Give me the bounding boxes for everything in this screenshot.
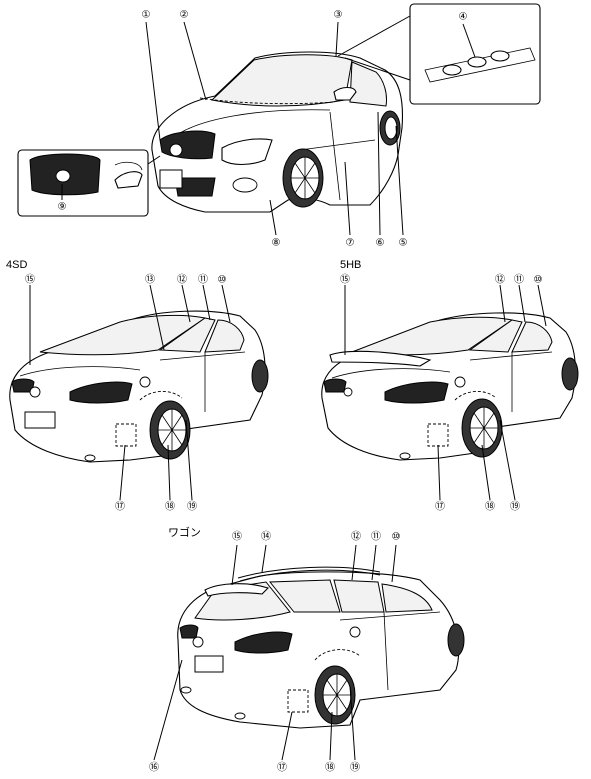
variant-label-wagon: ワゴン — [168, 525, 201, 539]
callout-17: ⑰ — [115, 501, 125, 513]
callout-4: ④ — [459, 12, 468, 23]
callout-11: ⑪ — [198, 274, 208, 286]
callout-1: ① — [142, 10, 151, 21]
hatch-leaders — [344, 284, 547, 501]
callout-12: ⑫ — [495, 274, 505, 286]
callouts-wagon: ⑮ ⑭ ⑫ ⑪ ⑩ ⑯ ⑰ ⑱ ⑲ — [149, 531, 401, 774]
callout-7: ⑦ — [346, 238, 355, 249]
callout-15: ⑮ — [232, 531, 242, 543]
callout-14: ⑭ — [261, 531, 271, 543]
front-view-car — [151, 51, 403, 213]
callout-17: ⑰ — [277, 762, 287, 774]
callouts-front: ① ② ③ ④ ⑤ ⑥ ⑦ ⑧ ⑨ — [58, 10, 468, 249]
callout-19: ⑲ — [187, 501, 197, 513]
callout-17: ⑰ — [435, 501, 445, 513]
nozzle-detail-box — [409, 3, 541, 105]
wagon-leaders — [153, 544, 397, 761]
callout-19: ⑲ — [510, 501, 520, 513]
callout-8: ⑧ — [272, 238, 281, 249]
callout-10: ⑩ — [392, 532, 401, 543]
hatch-rear-car — [321, 312, 579, 461]
callout-10: ⑩ — [534, 275, 543, 286]
callouts-sedan: ⑮ ⑬ ⑫ ⑪ ⑩ ⑰ ⑱ ⑲ — [25, 274, 227, 513]
callout-13: ⑬ — [145, 274, 155, 286]
callout-6: ⑥ — [376, 238, 385, 249]
callout-18: ⑱ — [165, 501, 175, 513]
callout-15: ⑮ — [25, 274, 35, 286]
callout-18: ⑱ — [325, 762, 335, 774]
wagon-rear-car — [177, 566, 465, 729]
sedan-leaders — [29, 284, 231, 501]
callout-18: ⑱ — [485, 501, 495, 513]
callout-9: ⑨ — [58, 202, 67, 213]
callout-10: ⑩ — [218, 275, 227, 286]
callout-5: ⑤ — [399, 238, 408, 249]
callout-15: ⑮ — [340, 274, 350, 286]
variant-label-hatch: 5HB — [340, 259, 361, 271]
sedan-rear-car — [9, 310, 269, 463]
callout-12: ⑫ — [351, 531, 361, 543]
grille-detail-box — [17, 149, 149, 217]
callouts-hatch: ⑮ ⑫ ⑪ ⑩ ⑰ ⑱ ⑲ — [340, 274, 543, 513]
front-leaders — [141, 15, 411, 236]
callout-11: ⑪ — [514, 274, 524, 286]
callout-12: ⑫ — [177, 274, 187, 286]
callout-11: ⑪ — [371, 531, 381, 543]
callout-19: ⑲ — [350, 762, 360, 774]
callout-16: ⑯ — [149, 762, 159, 774]
variant-label-sedan: 4SD — [6, 259, 27, 271]
callout-3: ③ — [334, 10, 343, 21]
callout-2: ② — [180, 10, 189, 21]
